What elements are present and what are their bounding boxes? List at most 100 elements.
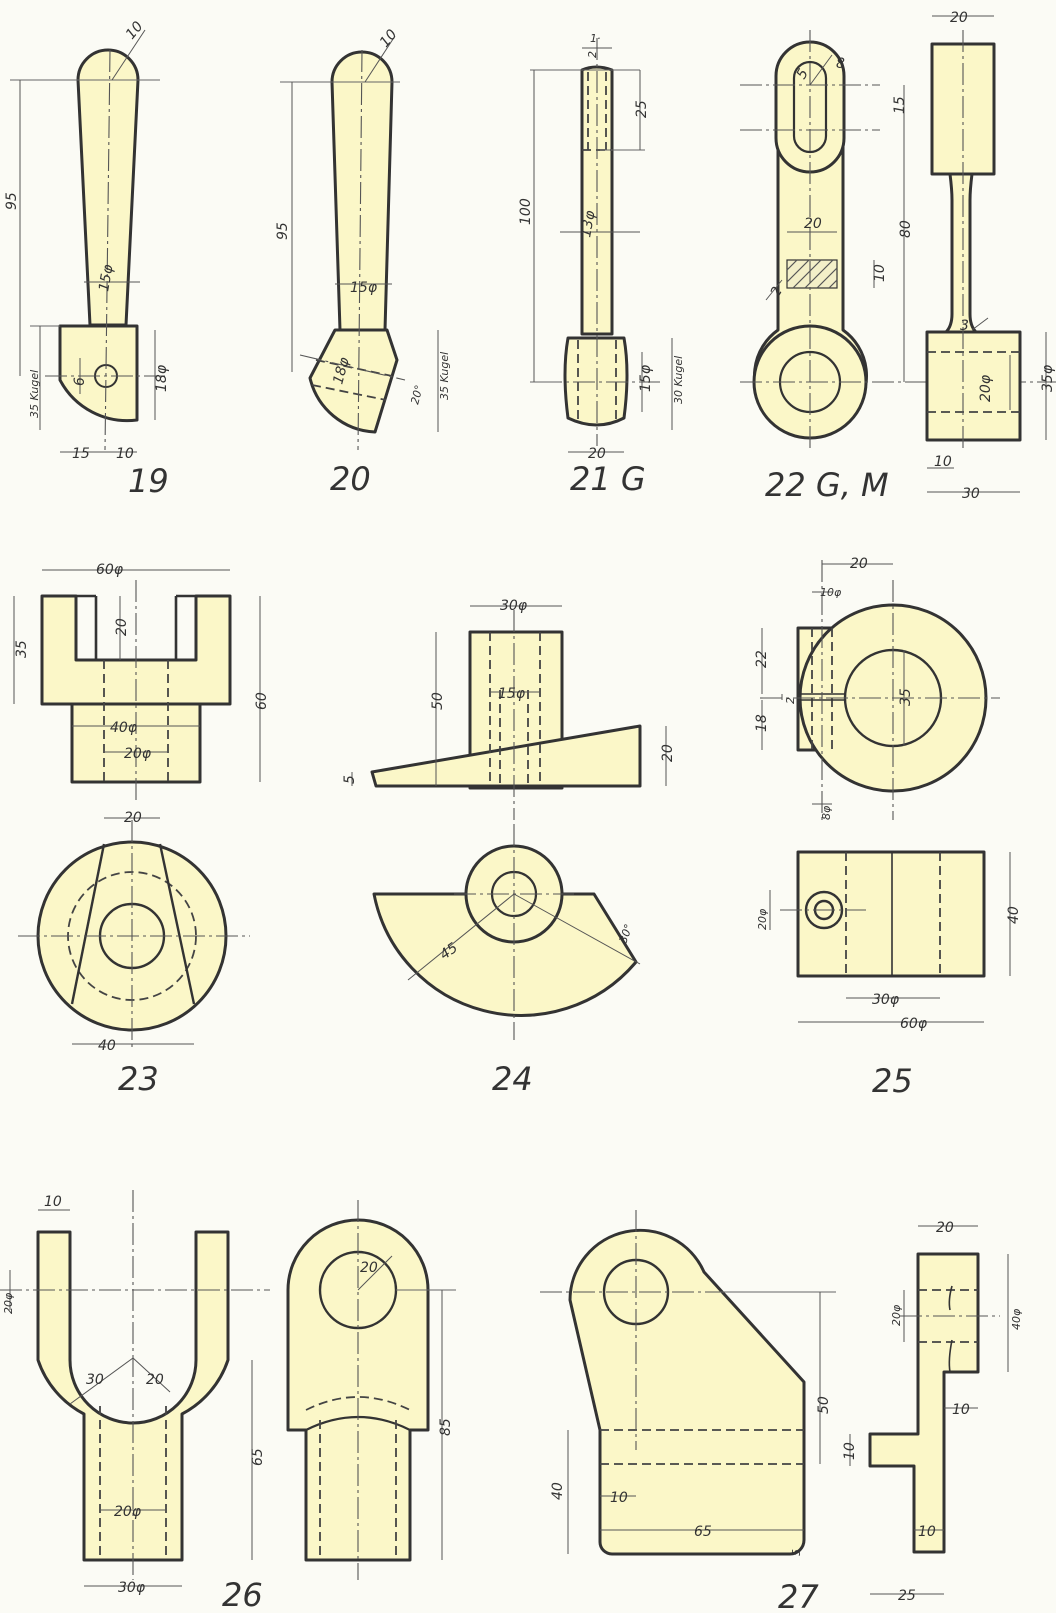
dim-21-len25: 25: [634, 100, 650, 118]
dim-24-d15: 15φ: [498, 686, 526, 702]
dim-19-dia6: 6: [72, 377, 88, 386]
dim-26-r20: 20: [146, 1372, 164, 1388]
dim-21-c1: 1·: [590, 32, 601, 45]
figure-23: 60φ 35 20 60 40φ 20φ 20 40 23: [13, 562, 270, 1098]
dim-23-d60: 60φ: [96, 562, 124, 578]
figure-24: 30φ 50 15φ 5 20 45 30° 24: [342, 598, 676, 1098]
dim-20-dia15: 15φ: [350, 280, 378, 296]
dim-27-b10: 10: [918, 1524, 936, 1540]
dim-26-d20: 20φ: [2, 1292, 15, 1314]
dim-26-r20s: 20: [360, 1260, 378, 1276]
figure-number-25: 25: [872, 1062, 913, 1100]
dim-27-h10: 10: [842, 1442, 858, 1460]
figure-25: 20 10φ 22 2 18 35 8φ 20φ 40 30φ 60φ 25: [754, 556, 1022, 1100]
dim-22-r3: 3: [960, 318, 969, 334]
dim-24-h50: 50: [430, 692, 446, 710]
figure-20: 10 95 15φ 18φ 20° 35 Kugel 20: [275, 27, 451, 498]
bolt-21-head: [563, 336, 629, 427]
dim-26-d20b: 20φ: [114, 1504, 142, 1520]
dim-25-h40: 40: [1006, 906, 1022, 924]
dim-26-d30: 30φ: [118, 1580, 146, 1596]
dim-21-w20: 20: [588, 446, 606, 462]
dim-25-d8: 8φ: [820, 805, 833, 820]
dim-22-w10: 10: [934, 454, 952, 470]
dim-19-dia15: 15φ: [96, 263, 117, 293]
dim-22-h10: 10: [872, 264, 888, 282]
dim-19-dia18: 18φ: [154, 364, 170, 392]
bracket-27-side: [868, 1252, 980, 1554]
dim-27-w65: 65: [694, 1524, 712, 1540]
lever-20-shank: [330, 50, 394, 332]
figure-number-20: 20: [330, 460, 371, 498]
dim-20-ball35: 35 Kugel: [438, 352, 451, 400]
dim-27-r5: 5: [790, 1549, 803, 1556]
lever-20-ball: [308, 328, 399, 434]
dim-22-d35: 35φ: [1040, 364, 1056, 392]
dim-26-w10: 10: [44, 1194, 62, 1210]
dim-24-d30: 30φ: [500, 598, 528, 614]
figure-number-27: 27: [778, 1578, 819, 1613]
dim-19-len95: 95: [4, 192, 20, 210]
dim-23-h60: 60: [254, 692, 270, 710]
dim-20-r10: 10: [377, 27, 401, 51]
dim-22-w30: 30: [962, 486, 980, 502]
dim-19-r10: 10: [123, 19, 147, 43]
dim-23-d20: 20φ: [124, 746, 152, 762]
dim-23-d40: 40φ: [110, 720, 138, 736]
figure-21: 1· 2 100 25 13φ 15φ 30 Kugel 20 21 G: [518, 32, 685, 498]
dim-22-w20top: 20: [950, 10, 968, 26]
dim-21-len100: 100: [518, 198, 534, 225]
dim-25-d60: 60φ: [900, 1016, 928, 1032]
dim-20-len95: 95: [275, 222, 291, 240]
dim-26-r30: 30: [86, 1372, 104, 1388]
dim-25-h22: 22: [754, 650, 770, 668]
conrod-22-slot: [792, 60, 828, 154]
dim-22-h80: 80: [898, 220, 914, 238]
dim-22-d20: 20φ: [978, 374, 994, 402]
bracket-27-front: [568, 1228, 806, 1556]
dim-20-dia18: 18φ: [330, 355, 353, 386]
dim-25-h20: 20φ: [756, 908, 769, 930]
dim-27-t10: 10: [952, 1402, 970, 1418]
figure-number-23: 23: [118, 1060, 159, 1098]
dim-23-w40: 40: [98, 1038, 116, 1054]
dim-22-h15: 15: [892, 96, 908, 114]
dim-26-h65: 65: [250, 1448, 266, 1466]
wedge-24-plan-sector: [372, 892, 638, 1017]
dim-24-h5: 5: [342, 775, 358, 784]
dim-26-h85: 85: [438, 1418, 454, 1436]
figure-19: 10 95 15φ 6 18φ 35 Kugel 15 10 19: [4, 19, 170, 500]
figure-number-21: 21 G: [570, 460, 646, 498]
dim-27-w10: 10: [610, 1490, 628, 1506]
dim-23-h35: 35: [14, 640, 30, 658]
figure-27: 50 40 10 65 5 20 20φ 40φ 10 10 10 25 27: [540, 1210, 1023, 1613]
figure-22: 8 5 20 10 2 15 80 20 3 20φ 35φ 10 30 22 …: [740, 10, 1056, 504]
lever-19-ball: [58, 324, 139, 423]
dim-27-d40: 40φ: [1010, 1308, 1023, 1330]
dim-21-dia13: 13φ: [578, 209, 599, 239]
dim-25-d10: 10φ: [820, 586, 842, 599]
dim-23-s20: 20: [114, 618, 130, 636]
figure-number-26: 26: [222, 1576, 263, 1613]
dim-19-ball35: 35 Kugel: [28, 370, 41, 418]
dim-21-c2: 2: [586, 51, 599, 58]
dim-24-ang30: 30°: [617, 922, 636, 945]
conrod-22-side-bottom: [925, 330, 1022, 442]
dim-25-h18: 18: [754, 714, 770, 732]
dim-25-w20: 20: [850, 556, 868, 572]
dim-27-d20: 20φ: [890, 1304, 903, 1326]
wedge-24-base: [370, 724, 642, 788]
dim-25-d35: 35: [898, 688, 914, 706]
clamp-25-lower-block: [796, 850, 986, 978]
bolt-21-shank: [580, 65, 614, 336]
dim-21-dia15: 15φ: [638, 364, 654, 392]
dim-19-w15: 15: [72, 446, 90, 462]
dim-22-r8: 8: [836, 56, 845, 72]
dim-21-ball30: 30 Kugel: [672, 356, 685, 404]
figure-number-19: 19: [128, 462, 169, 500]
dim-22-w20: 20: [804, 216, 822, 232]
figure-number-22: 22 G, M: [765, 466, 889, 504]
dim-19-w10: 10: [116, 446, 134, 462]
dim-27-h50: 50: [816, 1396, 832, 1414]
